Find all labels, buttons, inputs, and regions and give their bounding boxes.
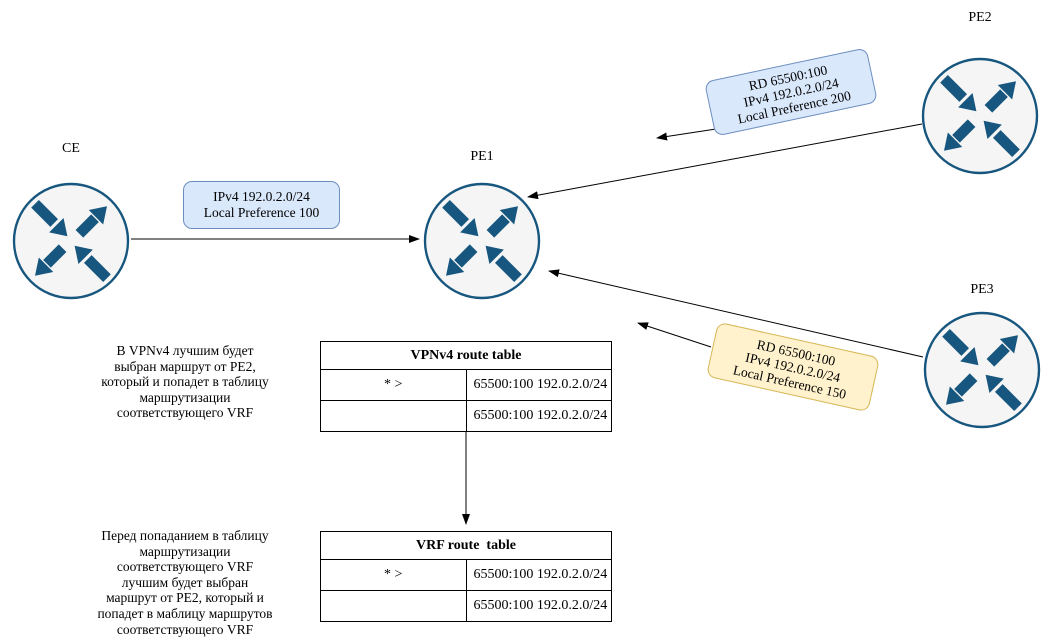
best-route-flag: * > [320,559,467,591]
router-pe1 [422,181,542,301]
note-vrf-selection: Перед попаданием в таблицу маршрутизации… [97,528,273,637]
table-header-row: VPNv4 route table [320,341,612,370]
route-entry: 65500:100 192.0.2.0/24 from CE1 [465,590,612,622]
vpnv4-table-title: VPNv4 route table [320,341,612,370]
route-entry: 65500:100 192.0.2.0/24 from PE1 [465,400,612,432]
vrf-route-table: VRF route table * > 65500:100 192.0.2.0/… [320,531,612,622]
route-entry: 65500:100 192.0.2.0/24 from PE2 [465,559,612,591]
router-icon [922,310,1042,430]
vpnv4-route-table: VPNv4 route table * > 65500:100 192.0.2.… [320,341,612,432]
router-label-pe2: PE2 [968,10,992,25]
router-label-pe3: PE3 [970,282,994,297]
router-icon [11,181,131,301]
route-attrs-ce-to-pe1: IPv4 192.0.2.0/24 Local Preference 100 [183,181,340,229]
router-label-pe1: PE1 [470,149,494,164]
router-label-ce: CE [62,141,80,156]
table-row: 65500:100 192.0.2.0/24 from PE1 [320,400,612,432]
best-route-flag [320,590,467,622]
router-pe3 [922,310,1042,430]
arrow-pe3-to-pe1 [548,269,924,358]
note-vpnv4-selection: В VPNv4 лучшим будет выбран маршрут от P… [101,343,269,421]
table-header-row: VRF route table [320,531,612,560]
router-icon [422,181,542,301]
vrf-table-title: VRF route table [320,531,612,560]
arrow-pe2-to-pe1 [527,123,923,200]
table-row: 65500:100 192.0.2.0/24 from CE1 [320,590,612,622]
best-route-flag: * > [320,369,467,401]
router-ce [11,181,131,301]
table-row: * > 65500:100 192.0.2.0/24 from PE2 [320,369,612,401]
arrow-pe2-label [656,128,717,141]
table-row: * > 65500:100 192.0.2.0/24 from PE2 [320,559,612,591]
arrow-pe3-label [637,322,712,348]
route-entry: 65500:100 192.0.2.0/24 from PE2 [465,369,612,401]
router-pe2 [920,56,1040,176]
best-route-flag [320,400,467,432]
router-icon [920,56,1040,176]
